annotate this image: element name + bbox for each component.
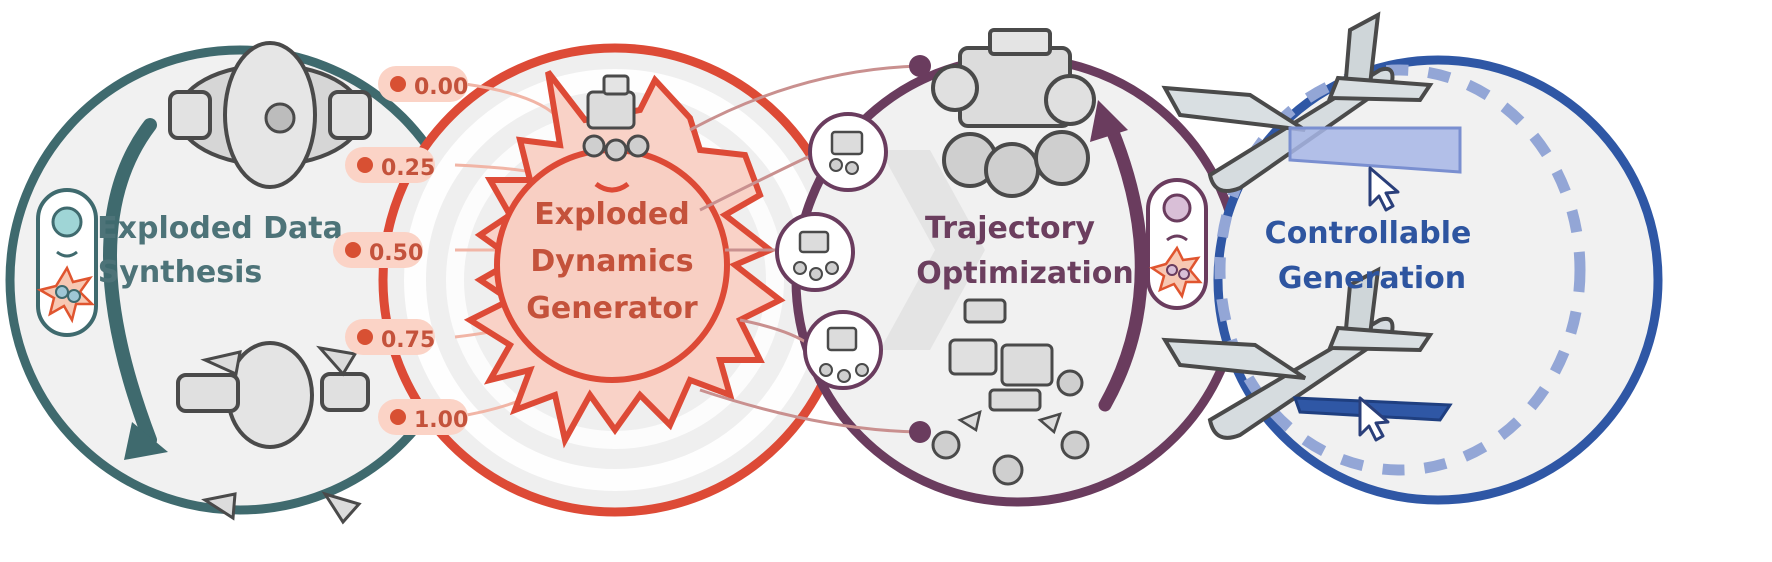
robot-model-assembled bbox=[931, 28, 1096, 198]
chevron-up-icon bbox=[1166, 234, 1188, 242]
robot-thumb-3 bbox=[803, 310, 883, 390]
sphere-model-exploded bbox=[176, 341, 370, 525]
airplane-icon bbox=[1161, 11, 1462, 193]
generator-chevron-icon bbox=[594, 181, 630, 193]
timestep-label: 0.25 bbox=[381, 156, 435, 181]
trajectory-arrow bbox=[1098, 118, 1148, 412]
trajectory-lines bbox=[689, 64, 919, 434]
timestep-pill-1[interactable]: 0.25 bbox=[345, 147, 435, 183]
teal-circle-icon bbox=[51, 206, 83, 238]
synthesis-arrow bbox=[103, 118, 157, 447]
explode-burst-icon bbox=[36, 265, 96, 324]
trajectory-title-line2: Optimization bbox=[916, 256, 1133, 291]
flow-chevron-icon bbox=[880, 150, 985, 350]
timestep-label: 0.75 bbox=[381, 328, 435, 353]
trajectory-arrowhead-icon bbox=[1090, 100, 1128, 142]
synthesis-title-line1: Exploded Data bbox=[97, 211, 343, 246]
controllable-ring bbox=[1213, 55, 1663, 505]
timestep-pill-4[interactable]: 1.00 bbox=[378, 399, 468, 435]
generator-title-line1: Exploded bbox=[534, 197, 690, 232]
controllable-title-line2: Generation bbox=[1278, 261, 1466, 296]
generator-title-line2: Dynamics bbox=[530, 244, 693, 279]
trajectory-dot-bottom bbox=[909, 421, 931, 443]
robot-thumb-2 bbox=[775, 212, 855, 292]
timestep-pill-3[interactable]: 0.75 bbox=[345, 319, 435, 355]
controllable-dashed-orbit bbox=[1214, 64, 1586, 476]
timestep-label: 0.00 bbox=[414, 75, 468, 100]
trajectory-dot-top bbox=[909, 55, 931, 77]
panel-generator: Exploded Dynamics Generator 0.00 0.25 0.… bbox=[333, 43, 852, 517]
purple-circle-icon bbox=[1162, 193, 1192, 223]
explode-burst-icon bbox=[1149, 245, 1203, 299]
robot-icon bbox=[582, 74, 650, 162]
timestep-pill-0[interactable]: 0.00 bbox=[378, 66, 468, 102]
timestep-pill-2[interactable]: 0.50 bbox=[333, 232, 423, 268]
controllable-title-line1: Controllable bbox=[1265, 216, 1472, 251]
cursor-arrow-icon bbox=[1368, 166, 1400, 212]
synthesis-arrowhead-icon bbox=[124, 422, 168, 460]
trajectory-title-line1: Trajectory bbox=[925, 211, 1095, 246]
timestep-label: 0.50 bbox=[369, 241, 423, 266]
timestep-label: 1.00 bbox=[414, 408, 468, 433]
robot-model-exploded bbox=[931, 298, 1090, 486]
chevron-down-icon bbox=[56, 250, 78, 258]
robot-thumb-1 bbox=[808, 112, 888, 192]
cursor-arrow-icon bbox=[1358, 396, 1390, 442]
panel-trajectory: Trajectory Optimization bbox=[689, 28, 1245, 507]
generator-title-line3: Generator bbox=[526, 291, 698, 326]
sphere-model-top bbox=[168, 41, 372, 189]
synthesis-title-line2: Synthesis bbox=[98, 255, 263, 290]
panel-controllable: Controllable Generation bbox=[1161, 11, 1663, 505]
